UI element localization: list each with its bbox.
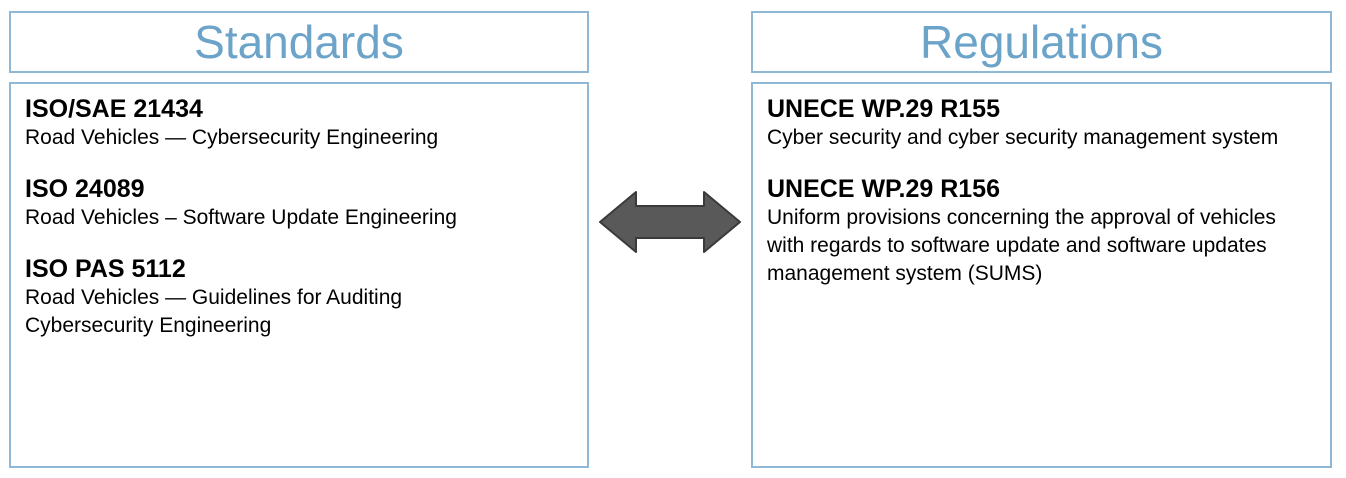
standard-item: ISO/SAE 21434 Road Vehicles — Cybersecur… — [25, 94, 573, 152]
standard-item-description: Road Vehicles – Software Update Engineer… — [25, 206, 457, 229]
standards-title: Standards — [194, 16, 404, 68]
standard-item-title: ISO PAS 5112 — [25, 255, 186, 283]
regulation-item-description: Cyber security and cyber security manage… — [767, 126, 1279, 149]
standards-title-box: Standards — [9, 11, 589, 73]
standard-item: ISO 24089 Road Vehicles – Software Updat… — [25, 174, 573, 232]
double-headed-arrow-icon — [599, 191, 741, 253]
standard-item-description: Road Vehicles — Guidelines for Auditing … — [25, 286, 403, 337]
regulation-item: UNECE WP.29 R156 Uniform provisions conc… — [767, 174, 1316, 288]
regulation-item-title: UNECE WP.29 R155 — [767, 95, 1000, 123]
standard-item: ISO PAS 5112 Road Vehicles — Guidelines … — [25, 254, 573, 340]
regulation-item-description: Uniform provisions concerning the approv… — [767, 206, 1276, 285]
regulations-title: Regulations — [920, 16, 1163, 68]
arrow-shape — [599, 191, 741, 253]
regulations-title-box: Regulations — [751, 11, 1332, 73]
standard-item-description: Road Vehicles — Cybersecurity Engineerin… — [25, 126, 439, 149]
regulations-content-box: UNECE WP.29 R155 Cyber security and cybe… — [751, 82, 1332, 468]
regulation-item-title: UNECE WP.29 R156 — [767, 175, 1000, 203]
standards-content-box: ISO/SAE 21434 Road Vehicles — Cybersecur… — [9, 82, 589, 468]
standard-item-title: ISO 24089 — [25, 175, 145, 203]
regulation-item: UNECE WP.29 R155 Cyber security and cybe… — [767, 94, 1316, 152]
standard-item-title: ISO/SAE 21434 — [25, 95, 203, 123]
